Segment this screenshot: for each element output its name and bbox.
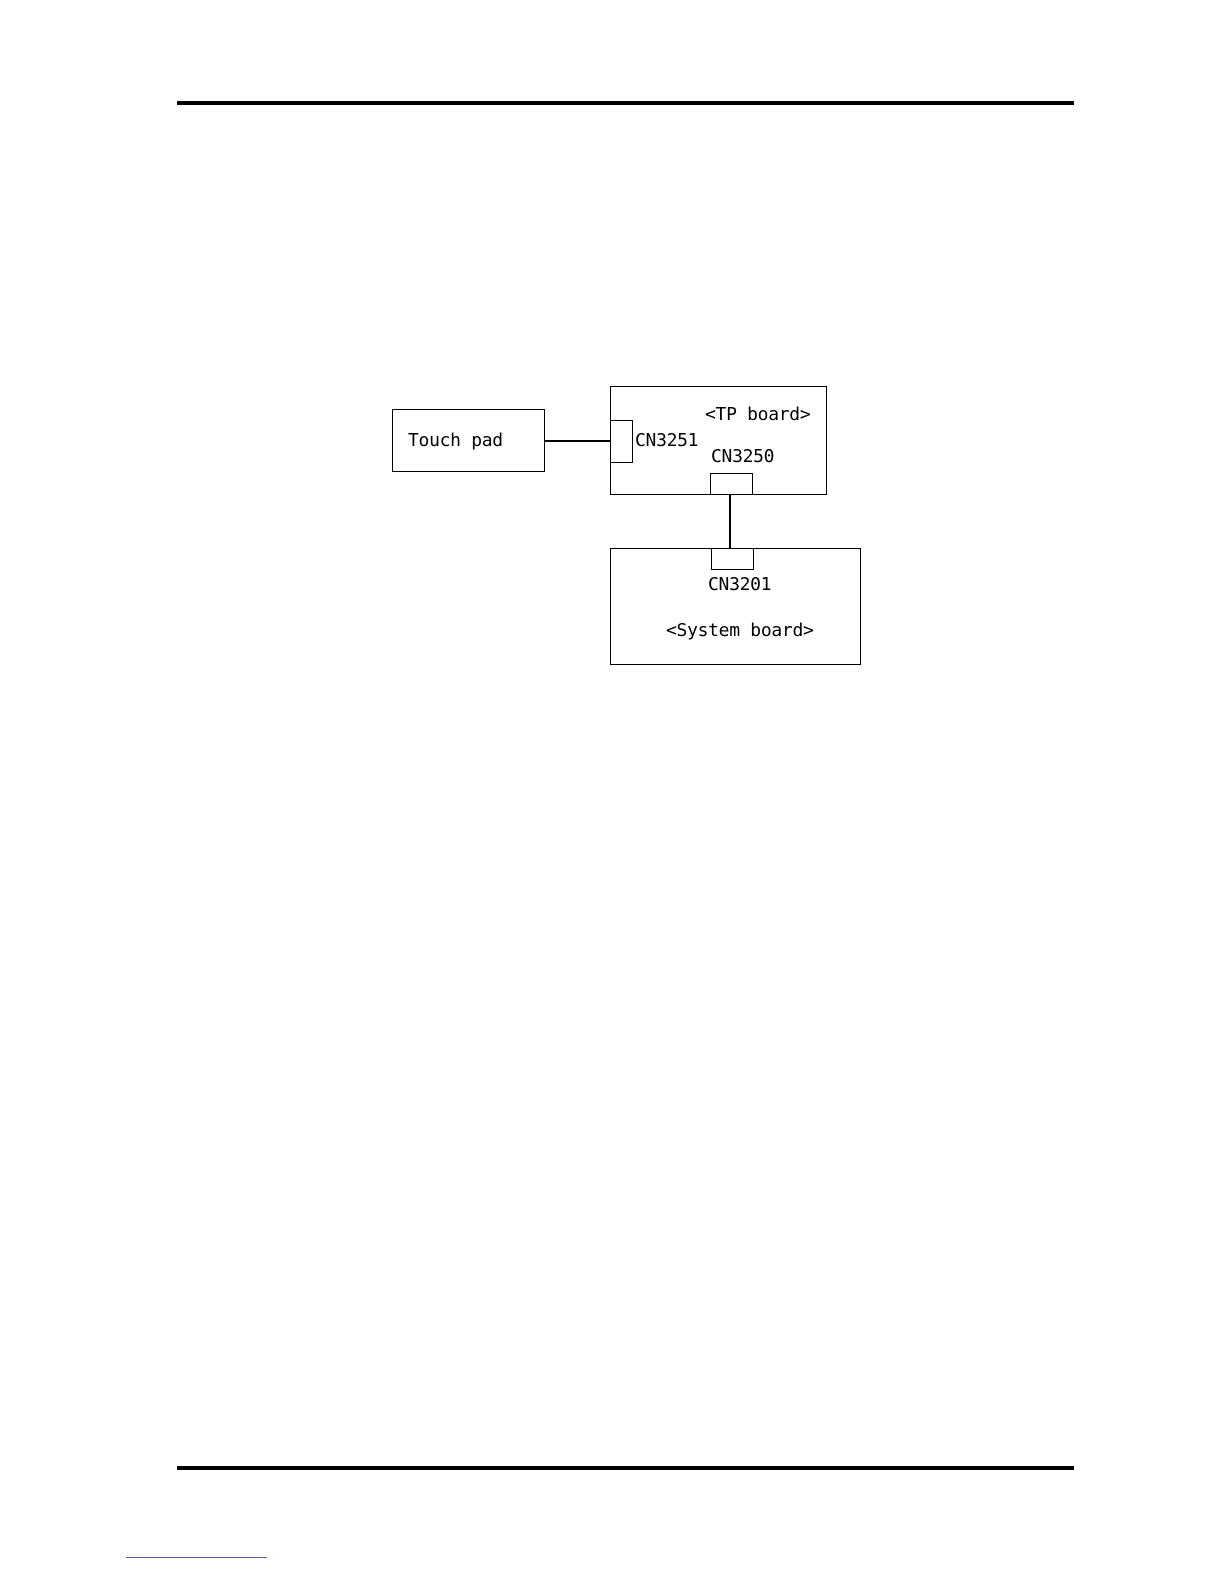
cn3201-connector: [711, 548, 754, 570]
cn3250-label: CN3250: [711, 446, 774, 468]
system-board-label: <System board>: [666, 620, 814, 642]
footer-link-underline[interactable]: [126, 1557, 267, 1558]
footer-rule: [177, 1466, 1074, 1470]
cn3250-connector: [710, 473, 753, 495]
touch-pad-to-tp-board-line: [544, 440, 612, 442]
header-rule: [177, 101, 1074, 105]
cn3251-connector: [610, 420, 633, 463]
touch-pad-label: Touch pad: [408, 430, 503, 452]
tp-board-label: <TP board>: [705, 404, 810, 426]
cn3251-label: CN3251: [635, 430, 698, 452]
tp-board-to-system-board-line: [729, 494, 731, 549]
cn3201-label: CN3201: [708, 574, 771, 596]
